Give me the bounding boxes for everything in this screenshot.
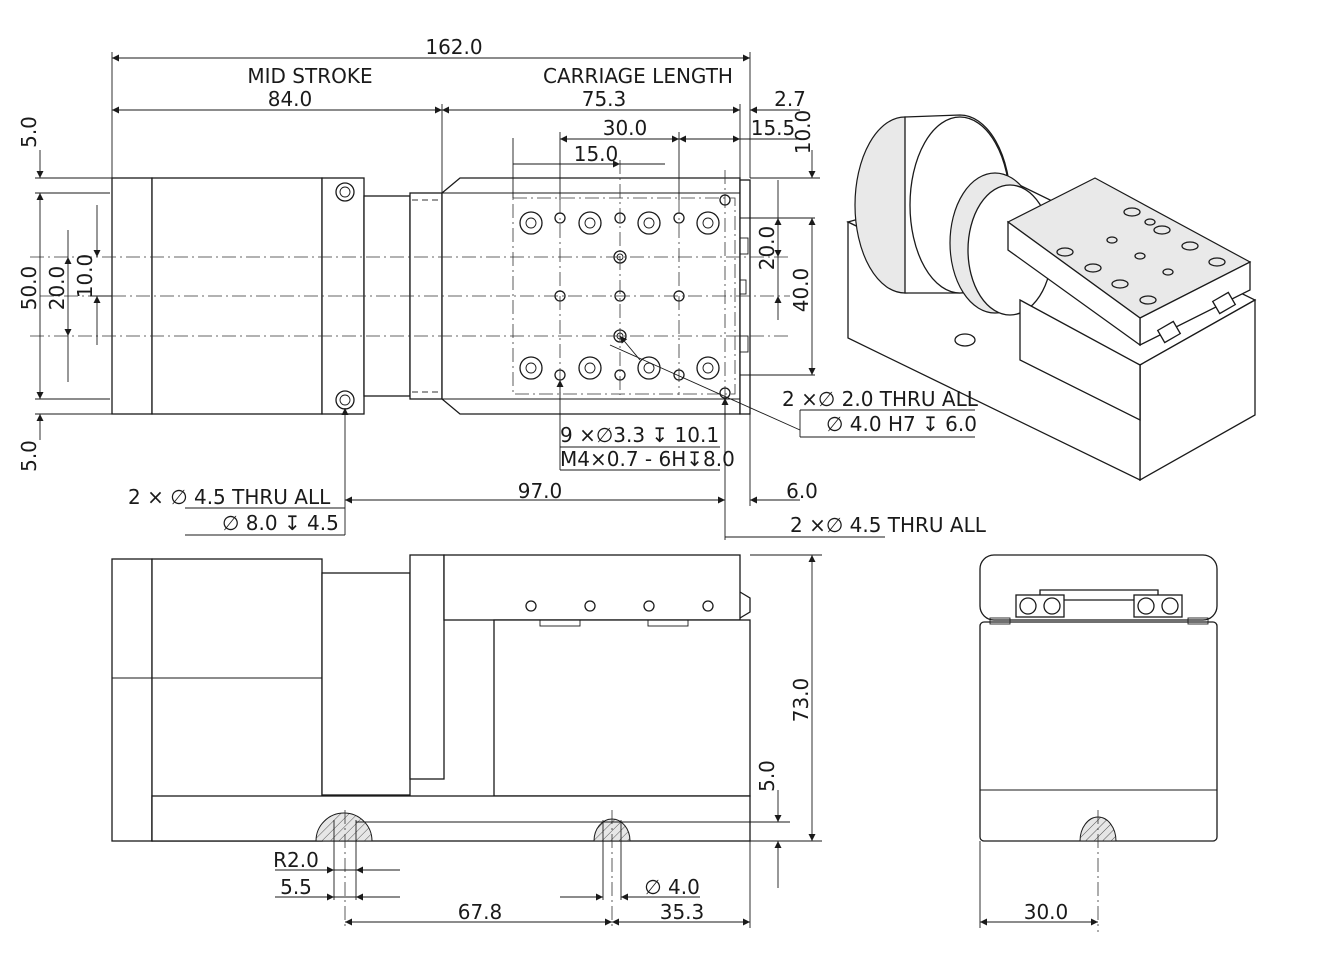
dim-carriage-length-value: 75.3 xyxy=(582,87,627,111)
dim-end-offset: 2.7 xyxy=(774,87,806,111)
dim-slot-to-end: 35.3 xyxy=(660,900,705,924)
dim-top-margin-left: 5.0 xyxy=(17,116,41,148)
carriage-outline xyxy=(512,197,736,395)
side-base xyxy=(151,795,751,842)
note-pin-hole-1: 2 ×∅ 2.0 THRU ALL xyxy=(782,387,979,411)
dimension-labels: 162.0 MID STROKE 84.0 CARRIAGE LENGTH 75… xyxy=(17,35,1068,924)
mount-hole-right-top xyxy=(719,194,731,206)
isometric-view xyxy=(846,114,1257,482)
side-coupling-plate xyxy=(409,554,445,780)
dim-mid-stroke-label: MID STROKE xyxy=(247,64,372,88)
carriage-screws xyxy=(519,211,720,380)
dim-span-20-left: 20.0 xyxy=(45,266,69,311)
dim-hole-spacing-half: 15.0 xyxy=(574,142,619,166)
side-coupling xyxy=(321,572,411,796)
side-carriage-holes xyxy=(525,600,714,612)
dim-end-to-hole: 15.5 xyxy=(751,116,796,140)
end-view xyxy=(979,554,1218,932)
side-view xyxy=(111,554,822,930)
dim-slot-radius: R2.0 xyxy=(273,848,319,872)
dim-slot-hole: ∅ 4.0 xyxy=(644,875,700,899)
dim-right-offset: 6.0 xyxy=(786,479,818,503)
dim-side-base: 5.0 xyxy=(755,760,779,792)
note-tapped-1: 9 ×∅3.3 ↧ 10.1 xyxy=(560,423,719,447)
dim-end-slot-offset: 30.0 xyxy=(1024,900,1069,924)
note-tapped-2: M4×0.7 - 6H↧8.0 xyxy=(560,447,735,471)
dim-span-20-right: 20.0 xyxy=(755,226,779,271)
dim-width: 50.0 xyxy=(17,266,41,311)
dim-hole-spacing-x: 30.0 xyxy=(603,116,648,140)
dim-mount-spacing: 97.0 xyxy=(518,479,563,503)
dim-span-10-left: 10.0 xyxy=(73,254,97,299)
dim-mid-stroke-value: 84.0 xyxy=(268,87,313,111)
iso-carriage-holes xyxy=(1056,207,1226,305)
dim-slot-spacing: 67.8 xyxy=(458,900,503,924)
dim-slot-width: 5.5 xyxy=(280,875,312,899)
note-mount-left-1: 2 × ∅ 4.5 THRU ALL xyxy=(128,485,331,509)
side-motor-body xyxy=(151,558,323,842)
flange-hole-top xyxy=(335,182,355,202)
side-motor-cap xyxy=(111,558,153,842)
note-mount-right: 2 ×∅ 4.5 THRU ALL xyxy=(790,513,987,537)
dim-span-40-right: 40.0 xyxy=(789,268,813,313)
end-screws xyxy=(1015,594,1183,618)
dim-side-height: 73.0 xyxy=(789,678,813,723)
side-slot-left xyxy=(315,812,373,842)
top-view xyxy=(30,52,975,540)
dim-overall-length: 162.0 xyxy=(425,35,482,59)
end-plate xyxy=(739,179,751,415)
side-carriage xyxy=(443,554,741,621)
note-pin-hole-2: ∅ 4.0 H7 ↧ 6.0 xyxy=(826,412,977,436)
iso-carriage-side xyxy=(1007,220,1141,347)
dim-bottom-margin-left: 5.0 xyxy=(17,440,41,472)
note-mount-left-2: ∅ 8.0 ↧ 4.5 xyxy=(222,511,339,535)
end-body xyxy=(979,621,1218,842)
dim-carriage-length-label: CARRIAGE LENGTH xyxy=(543,64,733,88)
dim-top-margin-right: 10.0 xyxy=(791,110,815,155)
